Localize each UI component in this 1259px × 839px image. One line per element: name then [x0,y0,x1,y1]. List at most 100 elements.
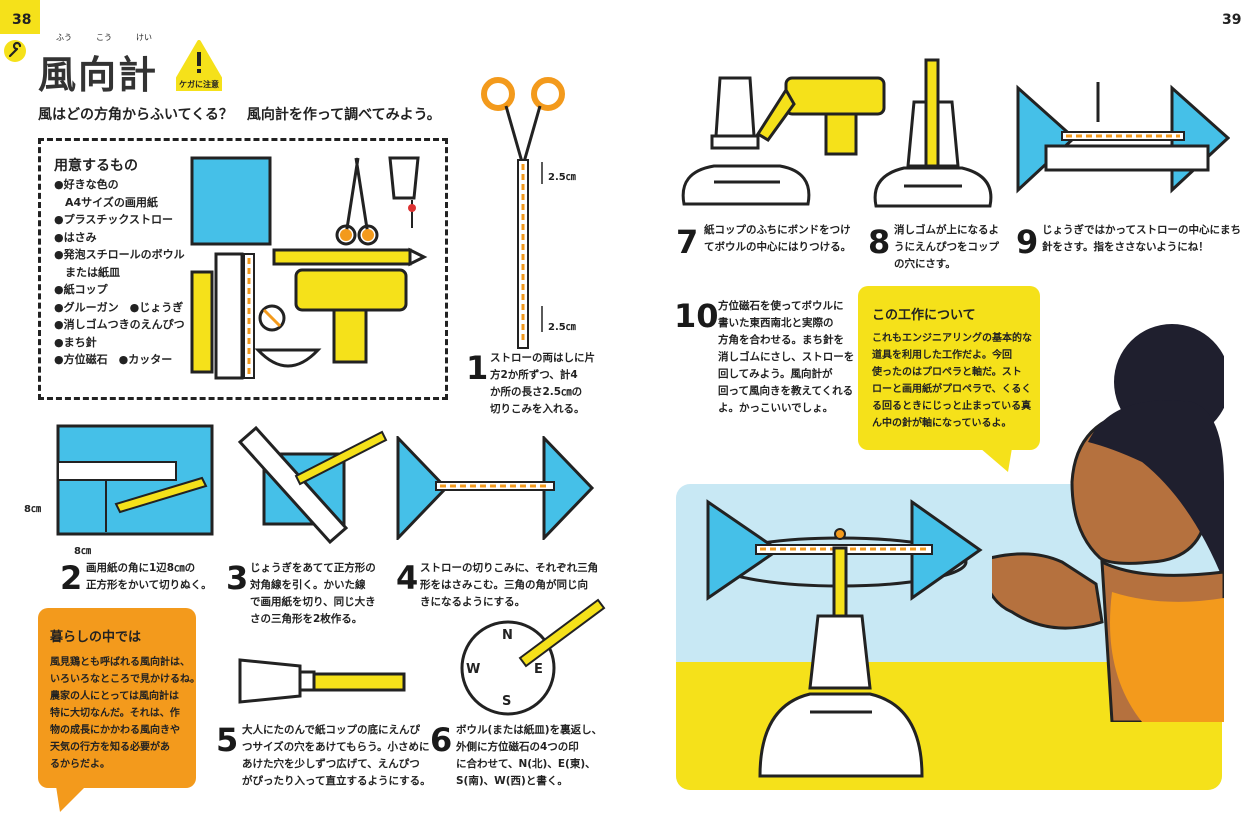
step-line: ストローの両はしに片 [490,352,595,364]
step-line: うにえんぴつをコップ [894,241,999,253]
step-line: か所の長さ2.5㎝の [490,386,583,398]
step-text: ストローの両はしに片 方2か所ずつ、計4 か所の長さ2.5㎝の 切りこみを入れる… [490,350,595,418]
about-line: ん中の針が軸になっているよ。 [872,418,1012,429]
step-line: 外側に方位磁石の4つの印 [456,741,579,753]
callout-tail [980,448,1012,472]
compass-e: E [534,662,543,677]
about-line: これもエンジニアリングの基本的な [872,333,1032,344]
step-text: 消しゴムが上になるよ うにえんぴつをコップ の穴にさす。 [894,222,999,273]
step-line: 方角を合わせる。まち針を [718,334,844,346]
life-callout [38,608,196,788]
life-line: 天気の行方を知る必要があ [50,742,170,753]
step-line: 正方形をかいて切りぬく。 [86,579,212,591]
step-text: 方位磁石を使ってボウルに 書いた東西南北と実際の 方角を合わせる。まち針を 消し… [718,298,854,417]
materials-illustration [190,156,428,380]
life-heading: 暮らしの中では [50,630,142,645]
step-line: に合わせて、N(北)、E(東)、 [456,758,596,770]
material-item: ●方位磁石 ●カッター [54,353,173,366]
step-line: 方位磁石を使ってボウルに [718,300,844,312]
step4-illustration [396,436,595,540]
life-text: 風見鶏とも呼ばれる風向計は、 いろいろなところで見かけるね。 農家の人にとっては… [50,654,200,773]
step-line: てボウルの中心にはりつける。 [704,241,852,253]
wrench-icon [4,40,26,62]
material-item: ●紙コップ [54,283,108,296]
step-line: じょうぎではかってストローの中心にまち [1042,224,1241,236]
material-item: ●好きな色の [54,178,119,191]
about-line: 使ったのはプロペラと軸だ。スト [872,367,1022,378]
material-item: ●プラスチックストロー [54,213,174,226]
page-number-right: 39 [1222,12,1242,28]
material-item: A4サイズの画用紙 [54,195,158,209]
step-line: ストローの切りこみに、それぞれ三角 [420,562,599,574]
step-number: 4 [396,559,419,597]
step-line: 針をさす。指をささないようにね！ [1042,241,1209,253]
about-heading: この工作について [872,308,976,323]
step-line: 回って風向きを教えてくれる [718,385,854,397]
ruby-3: けい [136,33,152,42]
title-ruby: ふうこうけい [44,32,164,43]
step-number: 3 [226,559,249,597]
material-item: ●消しゴムつきのえんぴつ [54,318,185,331]
compass-n: N [502,628,513,643]
about-line: る回るときにじっと止まっている真 [872,401,1032,412]
step-text: 画用紙の角に1辺8㎝の 正方形をかいて切りぬく。 [86,560,212,594]
life-line: 風見鶏とも呼ばれる風向計は、 [50,657,190,668]
material-item: または紙皿 [54,265,120,279]
step-number: 8 [868,223,891,261]
step2-illustration [56,424,214,536]
materials-list: ●好きな色の A4サイズの画用紙 ●プラスチックストロー ●はさみ ●発泡スチロ… [54,176,194,369]
step-text: ボウル(または紙皿)を裏返し、 外側に方位磁石の4つの印 に合わせて、N(北)、… [456,722,602,790]
step-line: で画用紙を切り、同じ大き [250,596,376,608]
step-line: ボウル(または紙皿)を裏返し、 [456,724,603,736]
paper-dim-h: 8㎝ [24,504,41,515]
step-number: 7 [676,223,699,261]
person-illustration [992,324,1224,722]
compass-s: S [502,694,512,709]
step-line: の穴にさす。 [894,258,956,270]
step-line: さの三角形を2枚作る。 [250,613,363,625]
compass-w: W [466,662,481,677]
material-item: ●グルーガン ●じょうぎ [54,300,184,314]
life-line: 農家の人にとっては風向計は [50,691,179,702]
materials-box [38,138,448,400]
step-number: 9 [1016,223,1039,261]
paper-dim-w: 8㎝ [74,546,91,557]
step-line: 書いた東西南北と実際の [718,317,834,329]
step-line: 紙コップのふちにボンドをつけ [704,224,851,236]
step-text: 大人にたのんで紙コップの底にえんぴ つサイズの穴をあけてもらう。小さめに あけた… [242,722,431,790]
step-number: 1 [466,349,489,387]
life-line: 特に大切なんだ。それは、作 [50,708,180,719]
lead-text: 風はどの方角からふいてくる？ 風向計を作って調べてみよう。 [38,107,441,123]
material-item: ●はさみ [54,230,97,244]
step-text: じょうぎではかってストローの中心にまち 針をさす。指をささないようにね！ [1042,222,1241,256]
step-line: きになるようにする。 [420,596,526,608]
step-line: 回してみよう。風向計が [718,368,833,380]
page-title: 風向計 [38,53,159,97]
straw-illustration [481,77,565,349]
step-line: 消しゴムが上になるよ [894,224,999,236]
step9-illustration [1016,82,1230,194]
about-callout [858,286,1040,450]
step8-illustration [873,58,993,208]
step-line: 切りこみを入れる。 [490,403,585,415]
ruby-2: こう [96,33,112,42]
step-line: S(南)、W(西)と書く。 [456,775,568,787]
page-number-left-badge [0,0,40,34]
straw-dim-bottom: 2.5㎝ [548,322,576,333]
step-line: よ。かっこいいでしょ。 [718,402,834,414]
step-text: じょうぎをあてて正方形の 対角線を引く。かいた線 で画用紙を切り、同じ大き さの… [250,560,376,628]
step-text: 紙コップのふちにボンドをつけ てボウルの中心にはりつける。 [704,222,851,256]
step-line: あけた穴を少しずつ広げて、えんぴつ [242,758,420,770]
page-number-left: 38 [12,12,32,28]
life-line: いろいろなところで見かけるね。 [50,674,200,685]
step-line: つサイズの穴をあけてもらう。小さめに [242,741,430,753]
step-line: 形をはさみこむ。三角の角が同じ向 [420,579,588,591]
step-line: 画用紙の角に1辺8㎝の [86,562,196,574]
step-number: 5 [216,721,239,759]
compass-illustration [460,598,606,716]
materials-heading: 用意するもの [54,158,138,174]
about-text: これもエンジニアリングの基本的な 道具を利用した工作だよ。今回 使ったのはプロペ… [872,330,1032,432]
finished-wind-vane [706,499,983,778]
step-text: ストローの切りこみに、それぞれ三角 形をはさみこむ。三角の角が同じ向 きになるよ… [420,560,598,611]
step-number: 6 [430,721,453,759]
